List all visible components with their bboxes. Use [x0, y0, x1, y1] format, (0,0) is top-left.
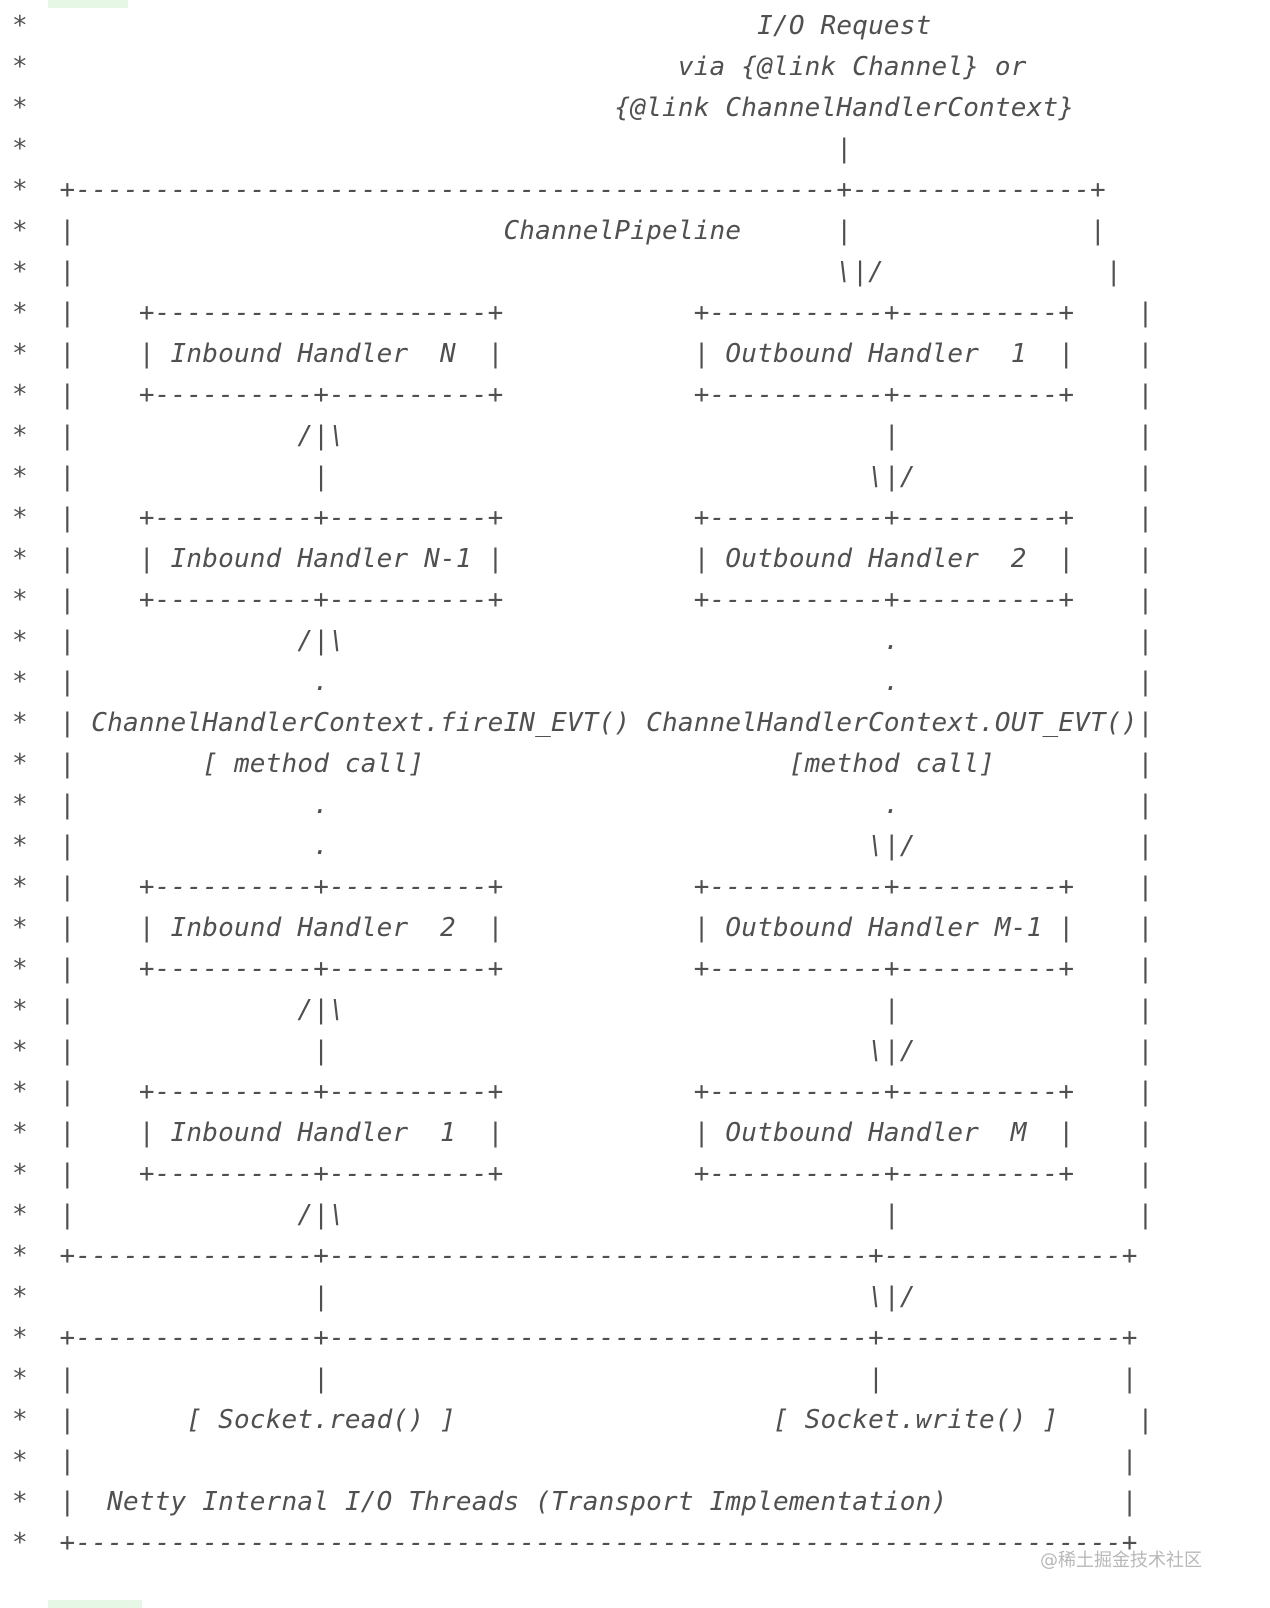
diagram-line: * | [ method call] [method call] | — [12, 749, 1154, 779]
diagram-line: * | | | | — [12, 1364, 1138, 1394]
diagram-line: * I/O Request — [12, 11, 932, 41]
diagram-line: * | /|\ | | — [12, 421, 1154, 451]
diagram-line: * {@link ChannelHandlerContext} — [12, 93, 1075, 123]
diagram-line: * | /|\ . | — [12, 626, 1154, 656]
diagram-line: * | ChannelPipeline | | — [12, 216, 1106, 246]
diagram-line: * | +----------+----------+ +-----------… — [12, 872, 1154, 902]
diagram-line: * | +----------+----------+ +-----------… — [12, 954, 1154, 984]
diagram-line: * | +----------+----------+ +-----------… — [12, 380, 1154, 410]
diagram-line: * | | Inbound Handler N | | Outbound Han… — [12, 339, 1154, 369]
diagram-line: * | . . | — [12, 790, 1154, 820]
diagram-line: * | — [12, 134, 853, 164]
diagram-line: * | | \|/ | — [12, 462, 1154, 492]
diagram-line: * | /|\ | | — [12, 1200, 1154, 1230]
watermark-text: @稀土掘金技术社区 — [1040, 1550, 1202, 1571]
diagram-line: * | | Inbound Handler 1 | | Outbound Han… — [12, 1118, 1154, 1148]
diagram-line: * | +----------+----------+ +-----------… — [12, 1077, 1154, 1107]
diagram-line: * via {@link Channel} or — [12, 52, 1027, 82]
javadoc-ascii-diagram: * I/O Request * via {@link Channel} or *… — [12, 6, 1153, 1564]
diagram-line: * | \|/ | — [12, 257, 1122, 287]
diagram-line: * +---------------+---------------------… — [12, 1323, 1138, 1353]
diagram-line: * | | Inbound Handler N-1 | | Outbound H… — [12, 544, 1154, 574]
diagram-line: * | | — [12, 1446, 1138, 1476]
diagram-line: * | +----------+----------+ +-----------… — [12, 1159, 1154, 1189]
diagram-line: * | +----------+----------+ +-----------… — [12, 503, 1154, 533]
diagram-line: * | . . | — [12, 667, 1154, 697]
diagram-line: * +---------------+---------------------… — [12, 1241, 1138, 1271]
diagram-line: * | /|\ | | — [12, 995, 1154, 1025]
diagram-line: * +-------------------------------------… — [12, 175, 1106, 205]
diagram-line: * | . \|/ | — [12, 831, 1154, 861]
highlight-strip-bottom — [48, 1600, 142, 1608]
diagram-line: * | ChannelHandlerContext.fireIN_EVT() C… — [12, 708, 1154, 738]
diagram-line: * | [ Socket.read() ] [ Socket.write() ]… — [12, 1405, 1154, 1435]
diagram-line: * | | \|/ | — [12, 1036, 1154, 1066]
diagram-line: * | Netty Internal I/O Threads (Transpor… — [12, 1487, 1138, 1517]
diagram-line: * | \|/ — [12, 1282, 916, 1312]
highlight-strip-top — [48, 0, 128, 8]
diagram-line: * | +---------------------+ +-----------… — [12, 298, 1154, 328]
diagram-line: * | | Inbound Handler 2 | | Outbound Han… — [12, 913, 1154, 943]
diagram-line: * | +----------+----------+ +-----------… — [12, 585, 1154, 615]
diagram-line: * +-------------------------------------… — [12, 1528, 1138, 1558]
